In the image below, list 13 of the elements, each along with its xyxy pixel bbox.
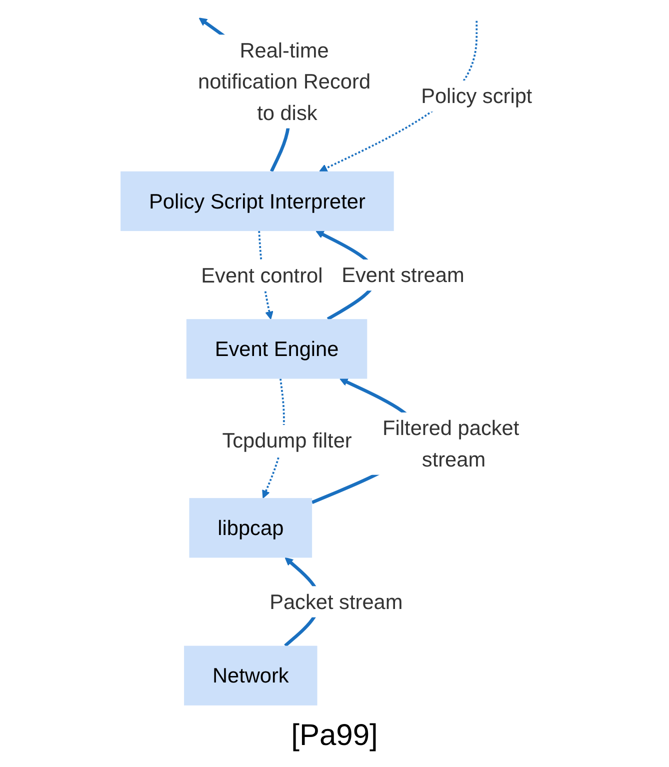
edge-label: Filtered packet stream [382, 416, 520, 472]
edge-label: Policy script [421, 84, 532, 108]
edge-label: Event stream [342, 263, 464, 287]
node-box [186, 319, 368, 379]
caption: [Pa99] [291, 719, 378, 753]
node-box [120, 171, 394, 232]
edge-label: Real-time notification Record to disk [198, 38, 371, 125]
node-box [189, 498, 312, 558]
node-box [184, 646, 318, 706]
edge-label: Tcpdump filter [222, 428, 352, 452]
edge-label: Event control [201, 264, 323, 288]
flowchart: Real-time notification Record to disk Policy script Policy Script Interpreter Event control Event stream Event Engine Filtered packet stream Tcpdump filter libpcap Packet stream Network [0, 0, 669, 713]
edge-label: Packet stream [270, 590, 403, 614]
